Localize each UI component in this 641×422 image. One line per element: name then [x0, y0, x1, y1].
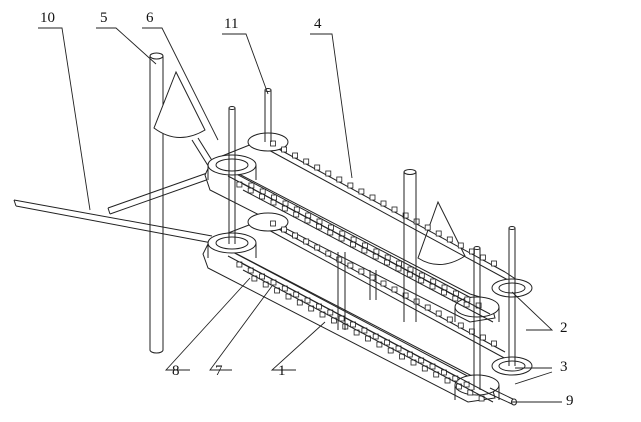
callout-labels: 10 5 6 11 4 2 3 9 8 7 1 [40, 10, 574, 409]
chain-tooth [369, 194, 376, 201]
callout-10: 10 [40, 10, 55, 26]
leader-lines [38, 27, 562, 403]
guide-rails [239, 181, 494, 403]
chain-tooth [413, 218, 420, 225]
chain-tooth [491, 260, 497, 267]
chain-tooth [491, 340, 497, 347]
chain-tooth [347, 182, 354, 189]
chain-tooth [347, 262, 354, 269]
callout-11: 11 [224, 16, 238, 32]
chain-tooth [314, 164, 321, 171]
chain-tooth [292, 232, 299, 239]
chain-tooth [446, 236, 453, 243]
callout-4: 4 [314, 16, 322, 32]
chain-tooth [424, 304, 431, 311]
callout-3: 3 [560, 359, 568, 375]
chain-tooth [325, 250, 332, 257]
chain-tooth [292, 152, 299, 159]
chain-tooth [380, 200, 387, 207]
chain-tooth [413, 298, 420, 305]
callout-9: 9 [566, 393, 574, 409]
chain-tooth [336, 176, 343, 183]
chain-tooth [479, 334, 486, 341]
callout-7: 7 [215, 363, 223, 379]
callout-8: 8 [172, 363, 180, 379]
chain-tooth [336, 256, 343, 263]
callout-6: 6 [146, 10, 154, 26]
chain-tooth [270, 220, 276, 227]
chain-tooth [380, 280, 387, 287]
chain-tooth [281, 226, 288, 233]
chain-tooth [270, 140, 276, 147]
chain-tooth [479, 254, 486, 261]
callout-5: 5 [100, 10, 108, 26]
chain-tooth [303, 158, 310, 165]
chain-tooth [358, 268, 365, 275]
callout-1: 1 [278, 363, 286, 379]
chain-tooth [457, 322, 464, 329]
chain-tooth [424, 224, 431, 231]
chain-tooth [236, 261, 243, 268]
chain-teeth [236, 140, 497, 402]
chain-tooth [391, 286, 398, 293]
callout-2: 2 [560, 320, 568, 336]
branch-pipe [107, 171, 213, 215]
chain-tooth [314, 244, 321, 251]
chain-tooth [435, 230, 442, 237]
chain-tooth [236, 181, 243, 188]
chain-tooth [391, 206, 398, 213]
chain-tooth [402, 212, 409, 219]
hopper-cone [153, 70, 219, 173]
chain-tooth [402, 292, 409, 299]
chain-tooth [446, 316, 453, 323]
chain-tooth [281, 146, 288, 153]
feed-pipe [13, 199, 213, 244]
vertical-pole [149, 52, 164, 354]
chain-tooth [358, 188, 365, 195]
vertical-posts [228, 88, 516, 390]
chain-tooth [303, 238, 310, 245]
chain-tooth [435, 310, 442, 317]
chain-tooth [369, 274, 376, 281]
chain-tooth [325, 170, 332, 177]
chain-tooth [457, 242, 464, 249]
